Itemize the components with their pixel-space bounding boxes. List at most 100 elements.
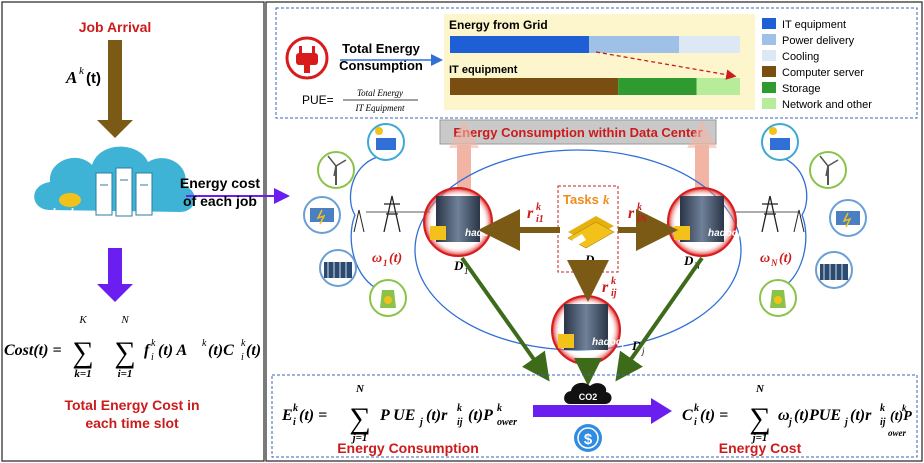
task-arrows: [478, 209, 678, 302]
cost-body-sub: i: [151, 352, 154, 363]
legend-label-4: Storage: [782, 83, 821, 95]
e-body-mid: (t)r: [426, 407, 448, 424]
e-sum-upper: N: [355, 383, 365, 395]
r-left-sup: k: [536, 202, 541, 213]
legend-label-5: Network and other: [782, 99, 872, 111]
dollar-icon: [574, 424, 602, 452]
c-end: (t)P: [890, 409, 912, 424]
arrival-superscript: k: [79, 65, 85, 77]
energy-breakdown-box: [275, 7, 918, 119]
legend-swatch-0: [762, 18, 776, 29]
e-sum-sign: ∑: [349, 402, 370, 435]
consumption-up-arrows: [449, 120, 717, 190]
datacenter-bar: [439, 119, 717, 145]
c-sum-upper: N: [755, 383, 765, 395]
r-right-sub: iN: [637, 214, 648, 225]
e-body-end: (t)P: [468, 407, 493, 424]
c-body: ω: [778, 407, 790, 424]
cost-body: f: [144, 342, 151, 359]
e-r-sup: k: [457, 403, 462, 414]
cost-sum1-sign: ∑: [72, 336, 93, 369]
legend-swatch-1: [762, 34, 776, 45]
c-lhs-sub: i: [694, 417, 697, 428]
r-bottom-base: r: [602, 279, 609, 296]
c-pue-sub: j: [843, 417, 848, 428]
it-bar-segment-0: [450, 78, 619, 95]
e-lhs-rest: (t) =: [299, 407, 327, 424]
e-lhs-sub: i: [293, 417, 296, 428]
cost-sum1-lower: k=1: [74, 368, 91, 380]
energy-cost-label: Energy Cost: [719, 440, 802, 456]
e-r-sub: ij: [457, 417, 463, 428]
cost-body-sup: k: [151, 338, 156, 349]
cost-rest-after: (t)C: [208, 342, 234, 359]
total-energy-line2: Consumption: [339, 58, 423, 73]
c-p-sup: k: [902, 403, 907, 413]
legend-swatch-2: [762, 50, 776, 61]
right-pylon-icon: [761, 195, 779, 233]
connector-line2: of each job: [183, 193, 257, 209]
legend-label-1: Power delivery: [782, 35, 855, 47]
cost-last-sup: k: [241, 338, 246, 349]
job-arrival-label: Job Arrival: [79, 19, 152, 35]
cost-last-after: (t): [246, 342, 261, 359]
left-panel-frame: [1, 1, 265, 462]
c-r-sup: k: [880, 403, 885, 414]
c-lhs-sup: k: [694, 403, 699, 414]
grid-bar-segment-0: [450, 36, 590, 53]
it-bar-title: IT equipment: [449, 64, 518, 76]
arrival-arrow: [97, 40, 133, 138]
r-bottom-sup: k: [611, 276, 616, 287]
cost-last-sub: i: [241, 352, 244, 363]
omega-right-sub: N: [770, 258, 778, 268]
co2-icon: [564, 382, 612, 404]
total-energy-line1: Total Energy: [342, 41, 421, 56]
hadoop-logo-dn: hadoop: [708, 228, 744, 239]
c-lhs-base: C: [682, 407, 693, 424]
datacenter-node-d1: [423, 187, 493, 257]
r-right-sup: k: [637, 202, 642, 213]
dollar-sign: $: [584, 431, 593, 448]
it-bar-segment-1: [618, 78, 697, 95]
legend-swatch-4: [762, 82, 776, 93]
cost-arrow: [97, 248, 133, 302]
e-lhs-base: E: [281, 407, 293, 424]
grid-bar-segment-1: [589, 36, 680, 53]
cost-sum2-upper: N: [120, 314, 129, 326]
energy-consumption-formula: E k i (t) = N ∑ j=1 P UE j (t)r k ij (t)…: [281, 383, 517, 444]
node-d1-sub: 1: [464, 266, 469, 276]
e-p-sub: ower: [497, 417, 517, 428]
omega-left-sub: 1: [383, 258, 388, 268]
node-dj-label: D: [631, 338, 642, 353]
datacenter-node-dj: [551, 295, 621, 365]
power-plug-icon: [285, 36, 329, 80]
c-body-mid: (t)PUE: [794, 407, 841, 424]
it-bar-segment-2: [696, 78, 740, 95]
datacenter-node-dn: [667, 187, 737, 257]
e-lhs-sup: k: [293, 403, 298, 414]
energy-consumption-label: Energy Consumption: [337, 440, 479, 456]
c-body-sub: j: [787, 417, 792, 428]
co2-label: CO2: [579, 392, 598, 402]
consumption-to-cost-arrow: [533, 398, 672, 424]
legend-label-3: Computer server: [782, 67, 864, 79]
cost-equations-box: [271, 374, 918, 458]
total-cost-line1: Total Energy Cost in: [64, 397, 199, 413]
node-di-label: D: [584, 252, 595, 267]
e-sum-lower: j=1: [351, 432, 368, 444]
legend-swatch-5: [762, 98, 776, 109]
right-panel-frame: [265, 1, 923, 462]
cost-sum1-upper: K: [78, 314, 87, 326]
tasks-stack-icon: [567, 216, 615, 249]
omega-right: ω: [760, 251, 770, 266]
it-energy-bar: [450, 78, 740, 95]
cost-lhs: Cost(t) =: [4, 342, 62, 359]
it-breakdown-arrow: [595, 51, 737, 80]
left-energy-sources: [303, 123, 430, 317]
cost-body-rest: (t) A: [158, 342, 188, 359]
legend-label-0: IT equipment: [782, 19, 846, 31]
hadoop-logo-dj: hadoop: [592, 337, 628, 348]
